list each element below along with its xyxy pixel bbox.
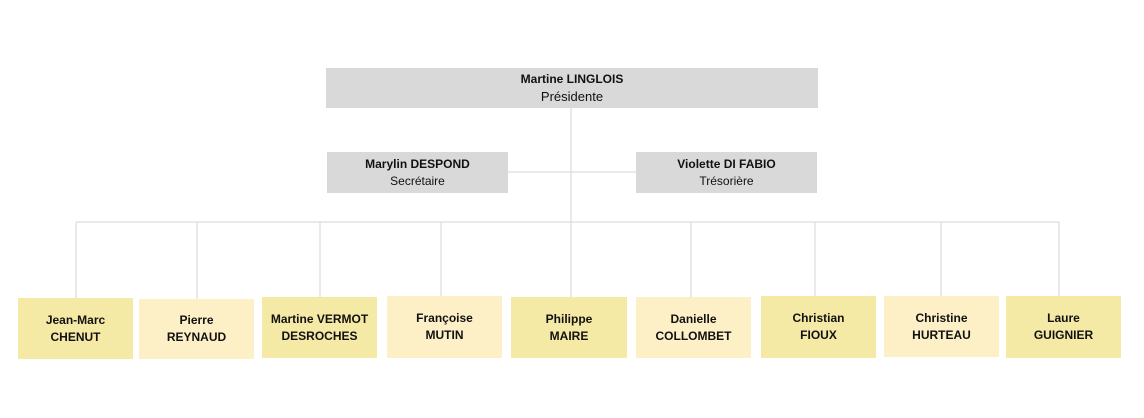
- president-name: Martine LINGLOIS: [520, 72, 624, 86]
- member-box: Philippe MAIRE: [511, 297, 627, 358]
- member-box: Pierre REYNAUD: [139, 299, 254, 359]
- member-first-name: Christian: [792, 311, 845, 325]
- member-box: Christian FIOUX: [761, 296, 876, 358]
- member-last-name: GUIGNIER: [1033, 328, 1094, 342]
- member-first-name: Jean-Marc: [45, 312, 106, 327]
- member-box: Françoise MUTIN: [387, 296, 502, 358]
- member-box: Laure GUIGNIER: [1006, 296, 1121, 358]
- member-first-name: Laure: [1047, 311, 1080, 325]
- member-first-name: Martine VERMOT: [270, 311, 369, 326]
- member-last-name: HURTEAU: [912, 327, 971, 342]
- member-box: Martine VERMOT DESROCHES: [262, 297, 377, 358]
- member-last-name: MAIRE: [549, 328, 589, 343]
- secretary-name: Marylin DESPOND: [365, 156, 470, 171]
- president-role: Présidente: [540, 89, 604, 104]
- member-last-name: CHENUT: [50, 329, 101, 344]
- member-last-name: FIOUX: [800, 328, 837, 342]
- treasurer-box: Violette DI FABIO Trésorière: [636, 152, 817, 193]
- president-box: Martine LINGLOIS Présidente: [326, 68, 818, 108]
- member-first-name: Danielle: [670, 311, 717, 326]
- member-first-name: Françoise: [416, 311, 473, 325]
- member-last-name: COLLOMBET: [655, 328, 732, 343]
- member-first-name: Philippe: [545, 311, 593, 326]
- treasurer-role: Trésorière: [699, 173, 754, 188]
- member-last-name: DESROCHES: [281, 328, 358, 343]
- member-box: Danielle COLLOMBET: [636, 297, 751, 358]
- secretary-role: Secrétaire: [390, 173, 445, 188]
- member-first-name: Pierre: [179, 313, 214, 327]
- member-first-name: Christine: [915, 310, 968, 325]
- member-last-name: MUTIN: [425, 328, 464, 342]
- secretary-box: Marylin DESPOND Secrétaire: [327, 152, 508, 193]
- member-last-name: REYNAUD: [166, 330, 227, 344]
- member-box: Jean-Marc CHENUT: [18, 298, 133, 359]
- member-box: Christine HURTEAU: [884, 296, 999, 357]
- treasurer-name: Violette DI FABIO: [677, 156, 776, 171]
